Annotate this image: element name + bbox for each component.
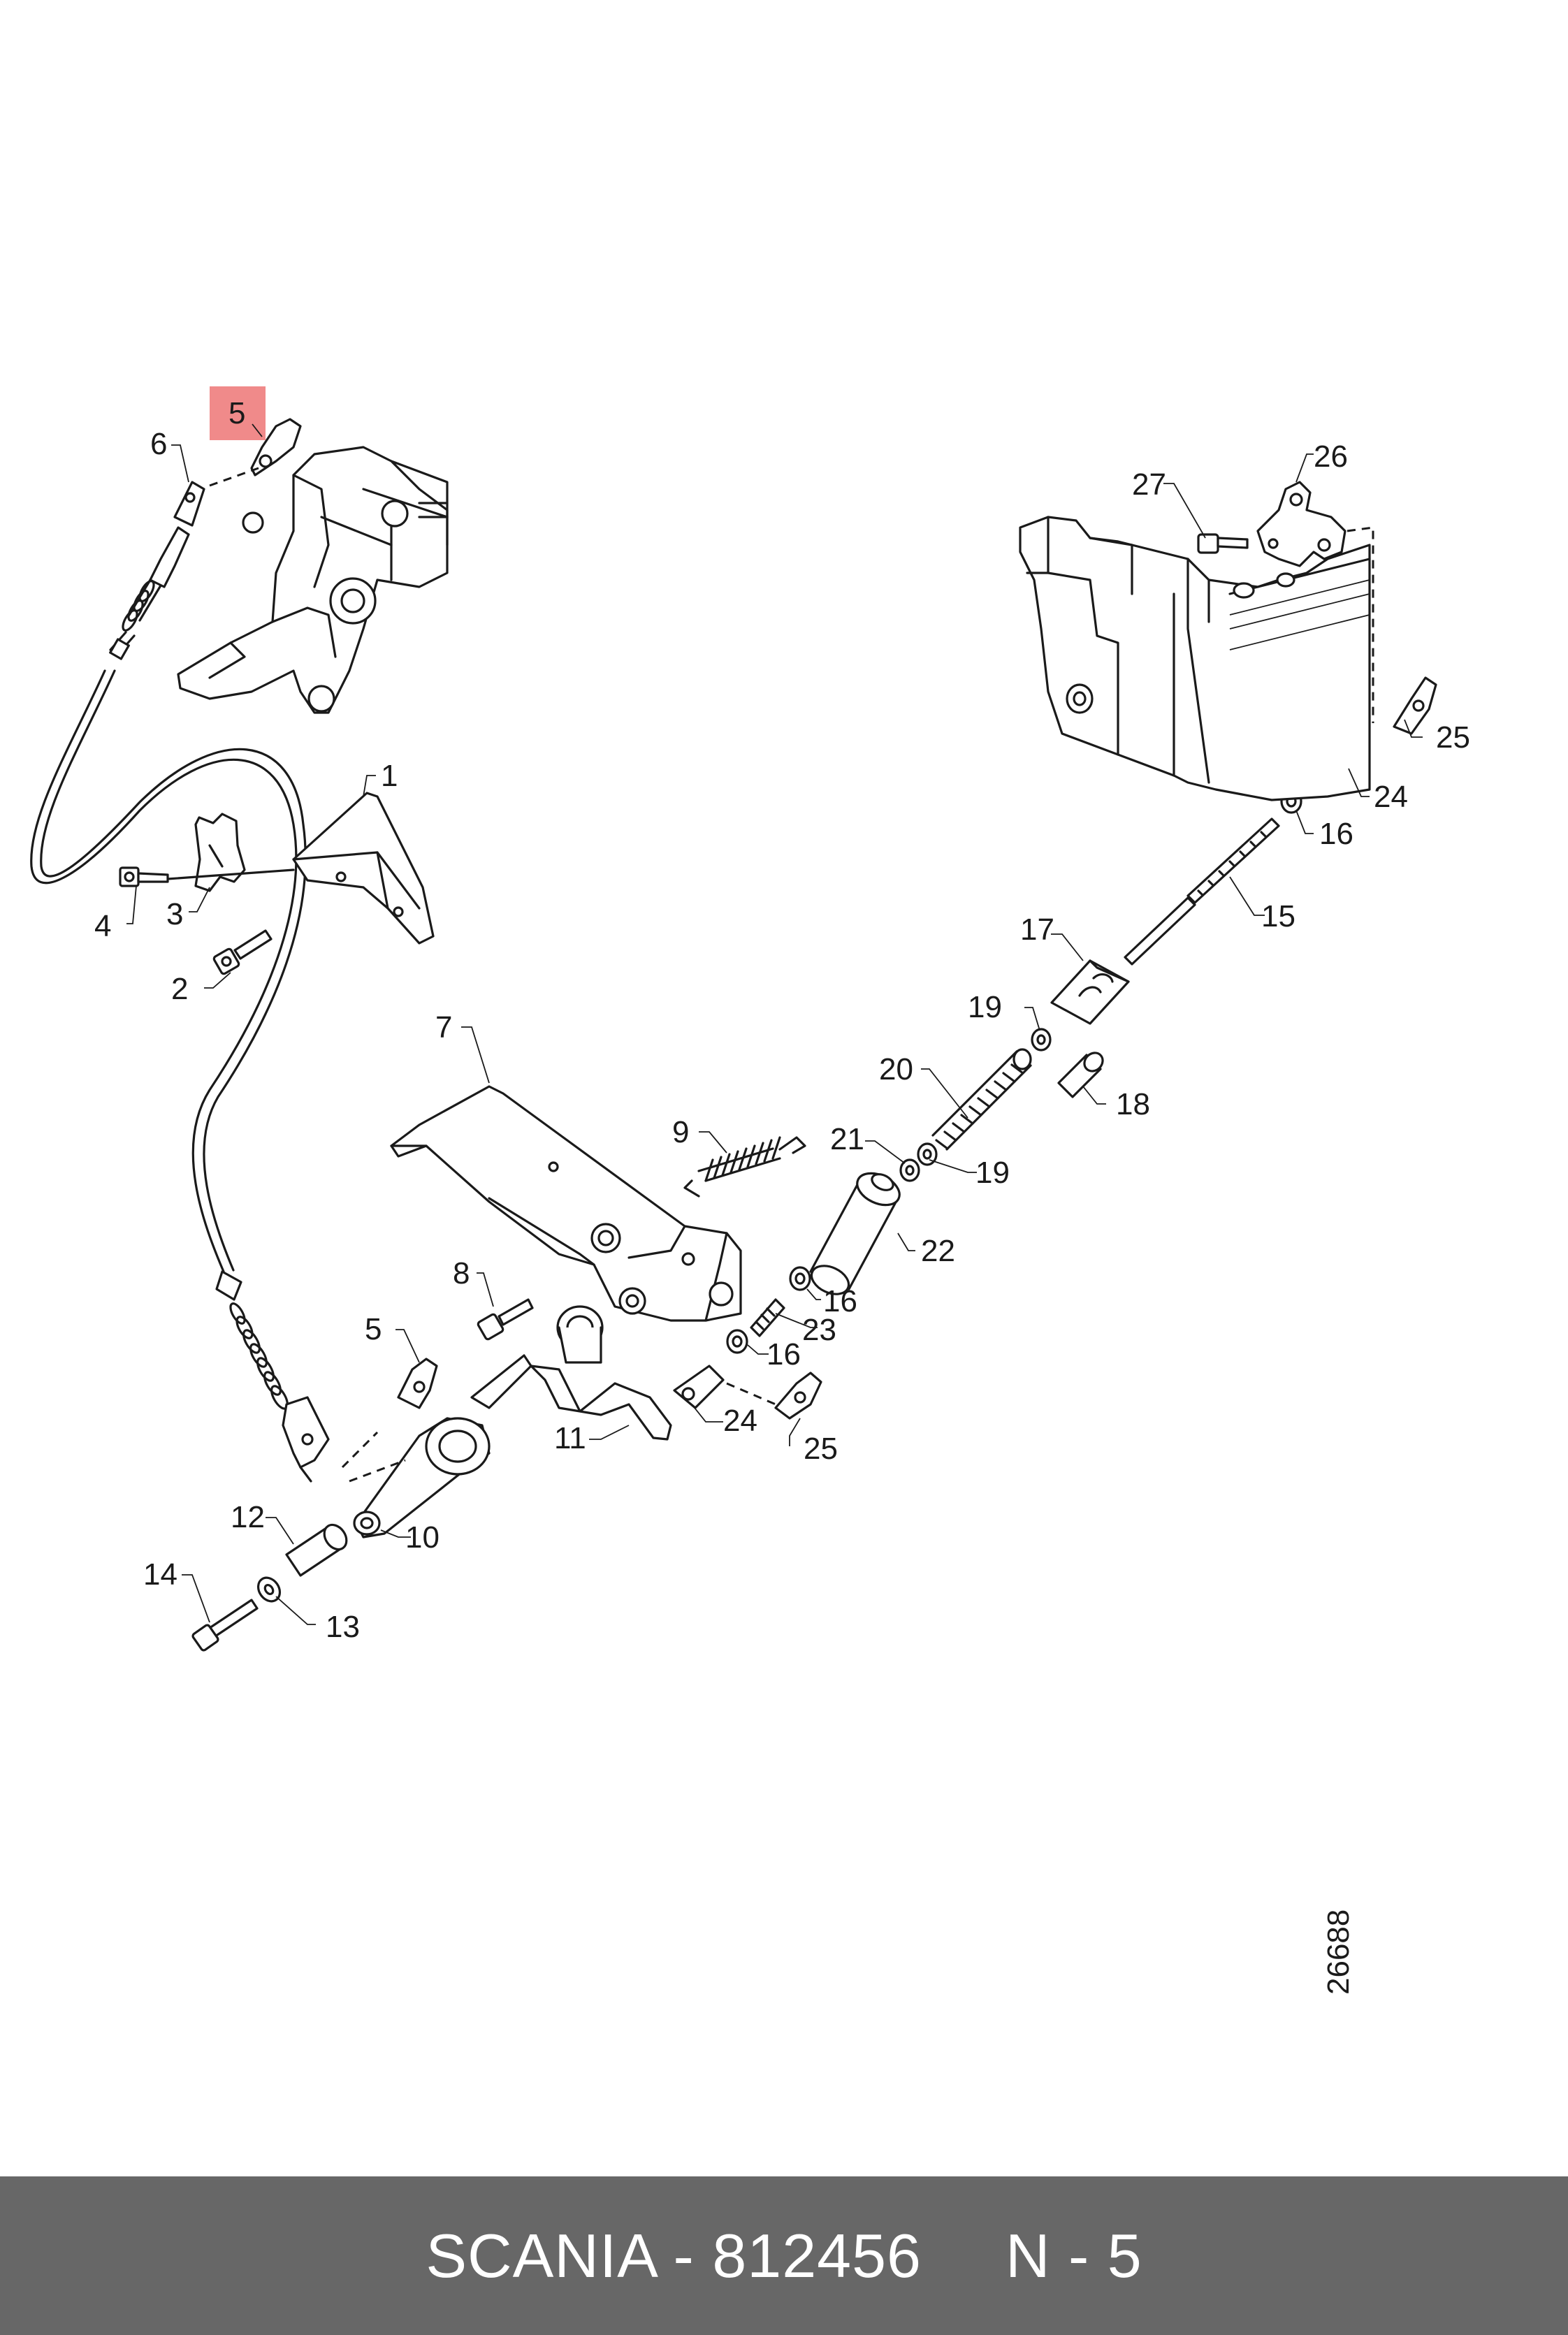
callout-15: 15 (1261, 899, 1295, 933)
bracket-1 (292, 792, 435, 945)
leader-lines (126, 423, 1423, 1625)
nut-16-lower (726, 1329, 748, 1354)
position-reference: N - 5 (1005, 2220, 1142, 2290)
callout-7: 7 (435, 1010, 452, 1045)
callout-4: 4 (94, 909, 111, 943)
dashed-leader-mid (726, 1382, 776, 1406)
bolt-2 (212, 929, 273, 975)
clevis-25-lower (774, 1372, 822, 1420)
bolt-14 (191, 1599, 259, 1652)
arm-10 (353, 1417, 491, 1539)
clevis-25-upper (1393, 676, 1437, 735)
spring-9 (683, 1136, 806, 1198)
callout-23: 23 (802, 1313, 836, 1347)
cylinder-22 (809, 1172, 901, 1295)
brand-part-number: SCANIA - 812456 (426, 2220, 922, 2290)
rod-15 (1124, 817, 1280, 966)
lever-11 (470, 1305, 672, 1441)
block-17 (1050, 959, 1130, 1025)
callout-17: 17 (1020, 912, 1054, 947)
callout-16-upper: 16 (1319, 817, 1353, 851)
bolt-8 (477, 1298, 534, 1341)
bracket-26 (1256, 481, 1346, 567)
callout-5-top: 5 (228, 396, 245, 430)
callout-22: 22 (921, 1234, 955, 1268)
callout-16-lower: 16 (767, 1337, 801, 1372)
callout-14: 14 (143, 1557, 177, 1592)
washer-19-upper (1031, 1028, 1052, 1052)
callout-6: 6 (150, 427, 167, 461)
callout-8: 8 (453, 1256, 470, 1290)
callout-25-lower: 25 (804, 1432, 838, 1466)
callout-1: 1 (381, 759, 398, 793)
callout-11: 11 (554, 1421, 586, 1455)
drawing-number: 26688 (1321, 1910, 1356, 1995)
plate-3 (166, 813, 295, 892)
ball-joint-24-lower (673, 1365, 725, 1409)
control-cable (30, 526, 330, 1483)
dashed-leader-top (209, 467, 259, 487)
clevis-6 (173, 481, 205, 527)
gearbox-housing (1019, 516, 1371, 801)
callout-19-lower: 19 (975, 1156, 1010, 1190)
callout-3: 3 (166, 897, 183, 931)
washer-21 (899, 1158, 920, 1182)
callout-5-lower: 5 (365, 1312, 382, 1346)
bolt-4 (119, 866, 169, 887)
callout-13: 13 (326, 1610, 360, 1644)
callout-9: 9 (672, 1115, 689, 1149)
callout-12: 12 (231, 1500, 265, 1534)
sleeve-18 (1057, 1052, 1104, 1098)
nut-16-mid (789, 1266, 811, 1291)
callout-27: 27 (1132, 467, 1166, 502)
stud-23 (750, 1298, 785, 1337)
callout-26: 26 (1314, 439, 1348, 474)
callout-18: 18 (1116, 1087, 1150, 1121)
callout-20: 20 (879, 1052, 913, 1086)
bolt-27 (1197, 533, 1249, 554)
callout-16-mid: 16 (823, 1284, 857, 1318)
washer-13 (256, 1576, 282, 1603)
callout-24-upper: 24 (1374, 780, 1408, 814)
pedal-bracket-assembly (177, 446, 449, 714)
pedal-bracket-7 (390, 1085, 742, 1322)
clevis-5-lower (397, 1358, 438, 1409)
callout-10: 10 (405, 1520, 440, 1555)
exploded-parts-diagram: 5 6 1 4 3 2 7 9 8 5 10 11 12 13 14 24 25… (30, 386, 1470, 1995)
callout-21: 21 (830, 1122, 864, 1156)
callout-labels: 5 6 1 4 3 2 7 9 8 5 10 11 12 13 14 24 25… (94, 396, 1470, 1995)
callout-25-upper: 25 (1436, 720, 1470, 755)
callout-2: 2 (171, 972, 188, 1006)
callout-19-upper: 19 (968, 990, 1002, 1024)
spring-20 (931, 1048, 1032, 1151)
footer-bar: SCANIA - 812456 N - 5 (0, 2176, 1568, 2335)
bushing-12 (285, 1523, 348, 1577)
callout-highlight (210, 386, 266, 440)
callout-24-lower: 24 (723, 1404, 757, 1438)
cable-clevis-top (250, 418, 302, 477)
washer-19-lower (917, 1142, 938, 1166)
dashed-leader-lower (341, 1431, 406, 1483)
